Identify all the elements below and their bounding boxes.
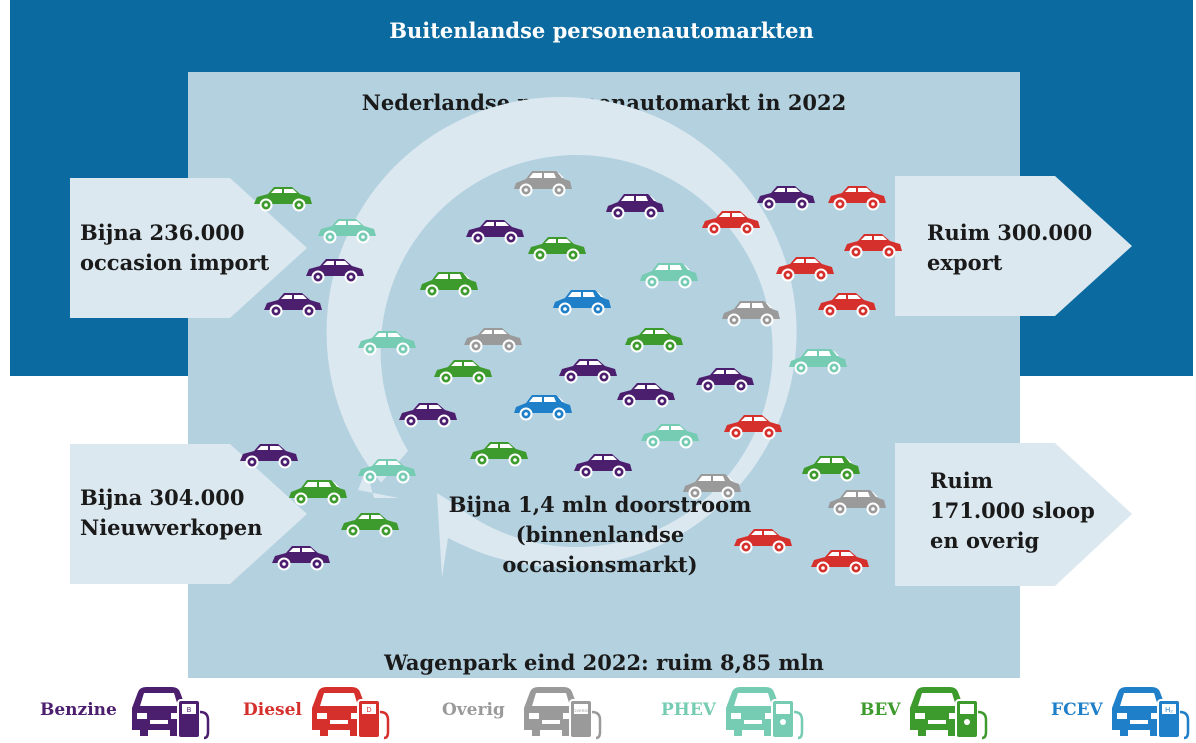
new-sales-arrow	[70, 444, 307, 584]
car-icon-benzine	[240, 444, 298, 469]
import-label: Bijna 236.000 occasion import	[80, 220, 270, 275]
car-icon-diesel	[828, 186, 886, 211]
car-icon-benzine	[617, 383, 675, 408]
car-icon-benzine	[399, 403, 457, 428]
car-icon-benzine	[264, 293, 322, 318]
car-icon-phev	[318, 219, 376, 244]
pump-badge: B	[187, 707, 192, 714]
car-icon-benzine	[466, 220, 524, 245]
car-icon-overig	[828, 490, 886, 516]
export-label: Ruim 300.000 export	[927, 220, 1093, 275]
car-icon-overig	[514, 171, 572, 197]
scrap-label: Ruim 171.000 sloop en overig	[930, 468, 1095, 553]
legend-label: BEV	[860, 700, 901, 720]
car-icon-overig	[722, 301, 780, 327]
car-icon-phev	[641, 424, 699, 449]
import-arrow	[70, 178, 307, 318]
car-icon-benzine	[574, 454, 632, 479]
legend-label: FCEV	[1051, 700, 1103, 720]
car-icon-overig	[683, 474, 741, 500]
car-icon-phev	[789, 349, 847, 375]
circulation-label: Bijna 1,4 mln doorstroom (binnenlandse o…	[448, 492, 752, 577]
scrap-arrow	[895, 443, 1132, 586]
car-icon-benzine	[272, 546, 330, 571]
car-icon-benzine	[757, 186, 815, 211]
car-icon-diesel	[734, 529, 792, 554]
fleet-total-label: Wagenpark eind 2022: ruim 8,85 mln	[384, 650, 824, 675]
car-icon-bev	[528, 237, 586, 262]
car-icon-diesel	[811, 550, 869, 575]
car-icon-bev	[289, 480, 347, 506]
car-icon-diesel	[724, 415, 782, 440]
legend-label: Overig	[442, 700, 505, 720]
pump-badge: H₂	[1165, 707, 1173, 714]
car-icon-bev	[254, 187, 312, 212]
car-icon-benzine	[306, 259, 364, 284]
legend-label: PHEV	[661, 700, 716, 720]
pump-badge: OVERIG	[573, 708, 589, 713]
car-icon-benzine	[559, 359, 617, 384]
hydrogen-car-icon: H₂	[1112, 687, 1190, 740]
car-icon-bev	[420, 272, 478, 298]
car-icon-phev	[640, 263, 698, 289]
electric-car-icon	[910, 687, 988, 740]
car-icon-fcev	[553, 290, 611, 316]
car-icon-bev	[625, 328, 683, 353]
car-icon-diesel	[844, 234, 902, 259]
legend-label: Diesel	[243, 700, 302, 720]
car-icon-diesel	[702, 211, 760, 236]
new-sales-label: Bijna 304.000 Nieuwverkopen	[80, 485, 263, 540]
diesel-pump-car-icon: D	[312, 687, 390, 740]
car-icon-phev	[358, 331, 416, 356]
car-icon-benzine	[606, 194, 664, 220]
car-icon-bev	[470, 442, 528, 467]
car-icon-diesel	[818, 293, 876, 318]
pump-badge: D	[366, 707, 371, 714]
export-arrow	[895, 176, 1132, 316]
legend-label: Benzine	[40, 700, 117, 720]
plug-in-hybrid-car-icon	[726, 687, 804, 740]
car-icon-diesel	[776, 257, 834, 282]
car-icon-bev	[341, 513, 399, 538]
other-fuel-car-icon: OVERIG	[524, 687, 602, 740]
dutch-market-panel: Nederlandse personenautomarkt in 2022 Wa…	[188, 72, 1020, 678]
car-icon-fcev	[514, 395, 572, 421]
foreign-markets-title: Buitenlandse personenautomarkten	[389, 18, 814, 43]
petrol-pump-car-icon: B	[132, 687, 210, 740]
car-icon-overig	[464, 328, 522, 353]
car-icon-benzine	[696, 368, 754, 393]
car-icon-phev	[358, 459, 416, 484]
car-icon-bev	[802, 456, 860, 482]
car-icon-bev	[434, 360, 492, 385]
